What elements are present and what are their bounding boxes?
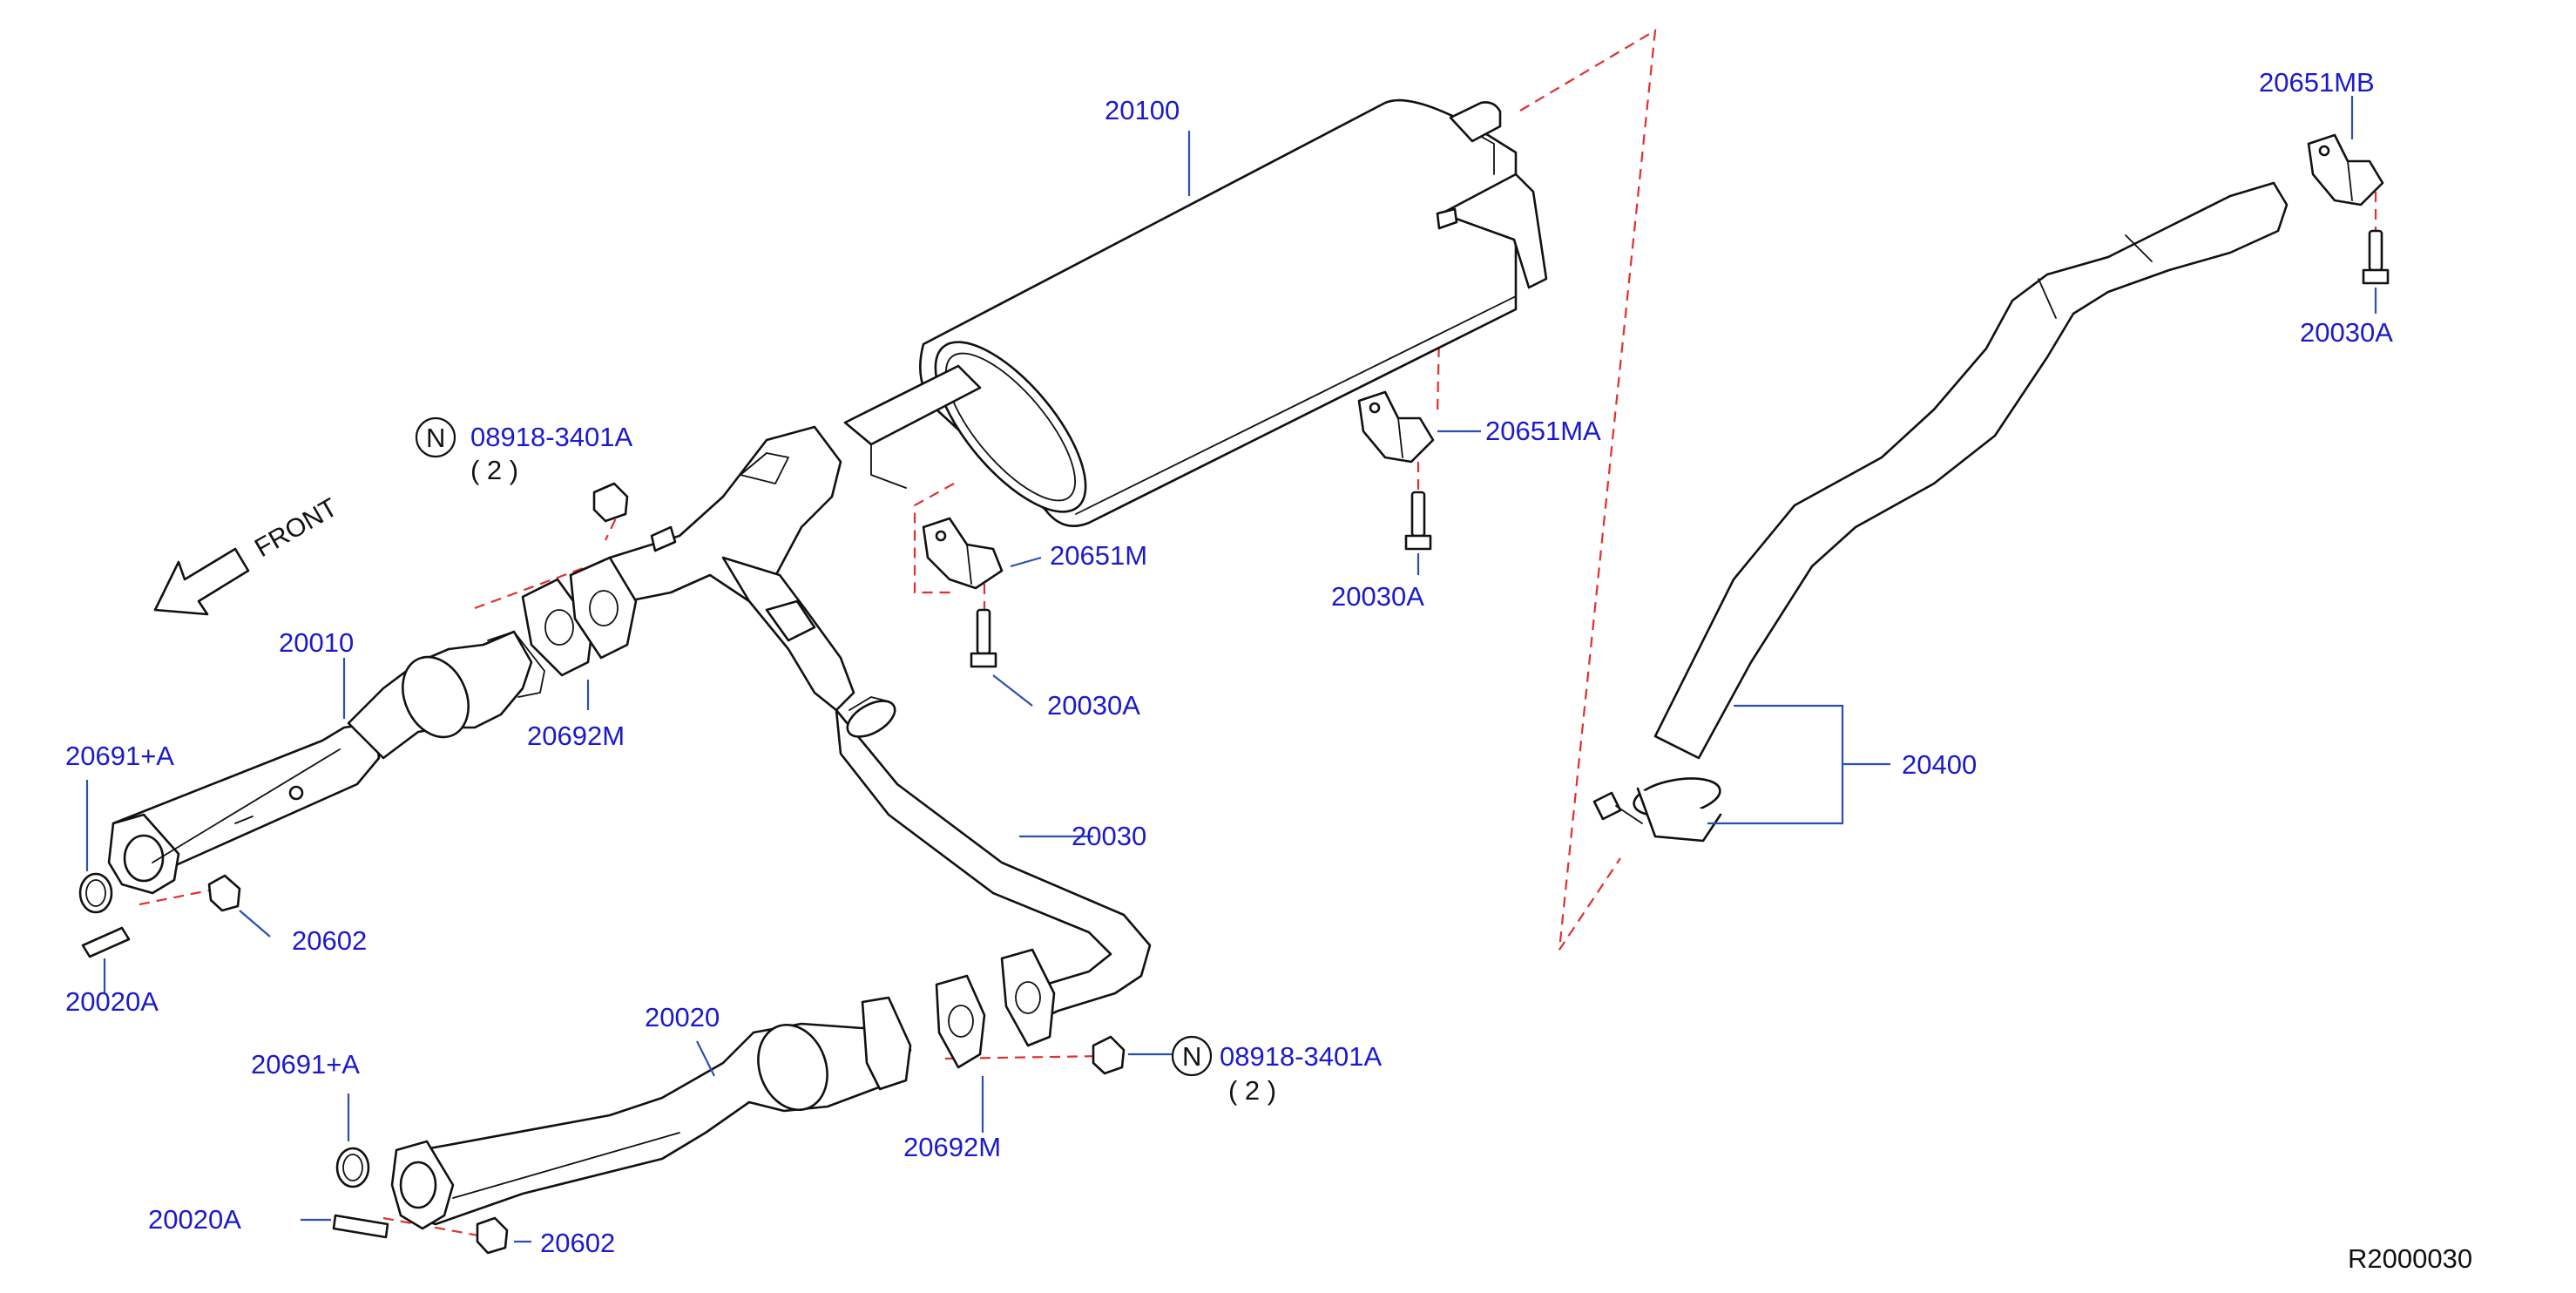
label-rear-tube: 20020 (645, 1002, 720, 1032)
rear-tube-20020[interactable] (390, 996, 912, 1230)
n-symbol-top: N (415, 416, 456, 458)
nut-08918-bottom[interactable] (1092, 1035, 1126, 1075)
ref-code: R2000030 (2348, 1243, 2472, 1274)
stud-20020a-top[interactable] (81, 926, 131, 958)
tail-pipe-20400[interactable] (1592, 181, 2289, 843)
label-nut-n-bottom: 08918-3401A (1220, 1041, 1382, 1072)
label-tail-pipe: 20400 (1902, 749, 1977, 780)
gasket-20692m-bottom[interactable] (935, 948, 1056, 1069)
n-symbol-bottom: N (1171, 1035, 1213, 1077)
bolt-20030a-right[interactable] (1404, 491, 1432, 551)
stud-20020a-bottom[interactable] (332, 1214, 389, 1239)
mount-20651ma[interactable] (1357, 390, 1435, 464)
label-mount-20651ma: 20651MA (1485, 416, 1601, 446)
part-labels: 20100 08918-3401A ( 2 ) 20010 20651M 206… (65, 67, 2472, 1274)
svg-text:N: N (426, 423, 445, 453)
bolt-20030a-mid[interactable] (970, 608, 997, 668)
mount-20651m[interactable] (922, 517, 1004, 590)
seal-20691-top[interactable] (78, 872, 113, 914)
label-nut-n-top-qty: ( 2 ) (470, 455, 518, 485)
label-stud-top: 20020A (65, 986, 159, 1017)
label-gasket-top: 20692M (527, 721, 625, 751)
bolt-20030a-top[interactable] (2362, 229, 2390, 285)
gasket-20692m-top[interactable] (521, 556, 638, 677)
nut-20602-top[interactable] (207, 874, 241, 912)
label-mount-20651mb: 20651MB (2259, 67, 2375, 98)
center-pipe-20030[interactable] (608, 425, 1152, 1030)
label-mount-20651m: 20651M (1050, 540, 1147, 571)
muffler-20100[interactable] (843, 98, 1548, 535)
label-bolt-20651ma: 20030A (1331, 581, 1424, 612)
label-seal-top: 20691+A (65, 741, 174, 771)
label-bolt-20651mb: 20030A (2300, 317, 2393, 348)
label-muffler: 20100 (1105, 95, 1180, 125)
nut-08918-top[interactable] (592, 482, 629, 523)
label-center-pipe: 20030 (1072, 821, 1146, 851)
label-nut-n-bottom-qty: ( 2 ) (1228, 1075, 1276, 1106)
label-nut-bottom: 20602 (540, 1228, 615, 1258)
front-tube-20010[interactable] (107, 630, 545, 895)
front-label: FRONT (250, 493, 342, 563)
label-seal-bottom: 20691+A (251, 1049, 360, 1080)
mount-20651mb[interactable] (2307, 133, 2384, 206)
label-bolt-mid: 20030A (1047, 690, 1140, 721)
svg-text:N: N (1182, 1041, 1201, 1072)
seal-20691-bottom[interactable] (335, 1147, 370, 1188)
leader-lines (85, 96, 2377, 1243)
label-nut-top: 20602 (292, 925, 367, 956)
label-nut-n-top: 08918-3401A (470, 422, 632, 452)
label-gasket-bottom: 20692M (903, 1132, 1001, 1162)
label-stud-bottom: 20020A (148, 1204, 241, 1235)
label-front-tube: 20010 (279, 627, 354, 658)
nut-20602-bottom[interactable] (476, 1216, 509, 1255)
front-arrow-icon (153, 547, 250, 616)
